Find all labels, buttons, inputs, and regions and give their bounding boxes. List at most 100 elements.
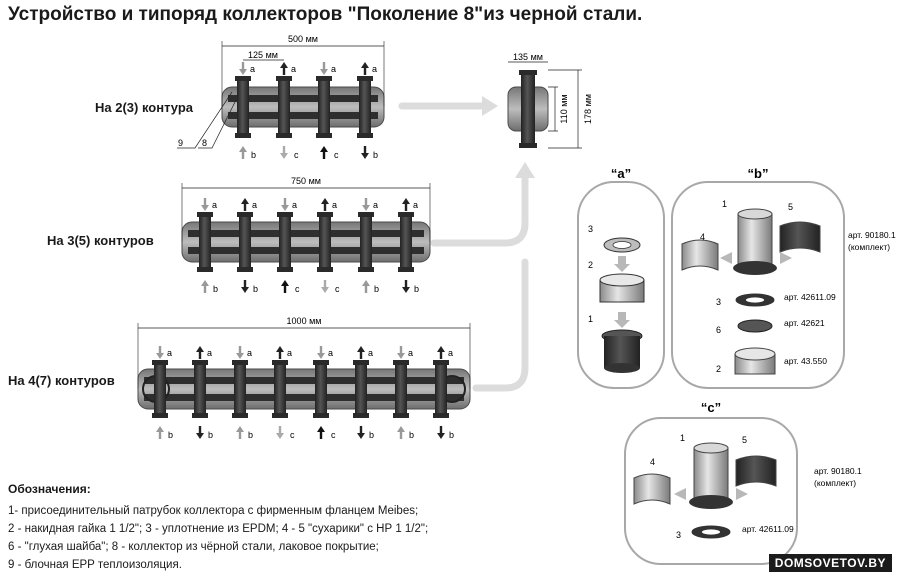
port-flange-bottom-1-2	[276, 133, 292, 138]
port-flange-bottom-3-5	[313, 413, 329, 418]
port-flange-top-2-4	[317, 212, 333, 217]
arrow-top-3-8	[437, 346, 445, 352]
dim-label-3: 1000 мм	[287, 316, 322, 326]
port-3-5	[315, 360, 327, 418]
arrow-bottom-2-6	[402, 287, 410, 293]
port-2-1	[199, 212, 211, 272]
panel-b-num-5: 5	[788, 202, 793, 212]
port-flange-top-3-6	[353, 360, 369, 365]
legend-line-2: 2 - накидная гайка 1 1/2"; 3 - уплотнени…	[8, 523, 429, 535]
arrow-bottom-3-6	[357, 433, 365, 439]
letter-a-3-2: a	[207, 348, 212, 358]
port-flange-top-1-2	[276, 76, 292, 81]
panel-b-num-6: 6	[716, 325, 721, 335]
arrow-b-left	[720, 252, 732, 264]
part-c-flange	[689, 495, 733, 509]
panel-c-title: “c”	[701, 400, 721, 415]
arrow-bottom-3-1	[156, 426, 164, 432]
part-c-pipe-top	[693, 442, 729, 454]
letter-c-2-3: c	[295, 284, 300, 294]
port-flange-bottom-1-1	[235, 133, 251, 138]
arrow-a-2-shaft	[618, 312, 626, 320]
arrow-top-2-4	[321, 198, 329, 204]
arrow-bottom-2-1	[201, 280, 209, 286]
letter-b-2-1: b	[213, 284, 218, 294]
row-label-3: На 3(5) контуров	[47, 233, 154, 248]
letter-a-2-5: a	[373, 200, 378, 210]
arrow-bottom-1-3	[320, 146, 328, 152]
arrow-top-3-6	[357, 346, 365, 352]
side-dim-h2-line	[548, 69, 582, 149]
part-b-half-right	[779, 221, 821, 253]
port-flange-bottom-3-7	[393, 413, 409, 418]
arrow-top-3-4	[276, 346, 284, 352]
port-flange-top-3-3	[232, 360, 248, 365]
part-b-pipe	[737, 213, 773, 265]
arrow-b-right	[780, 252, 792, 264]
arrow-top-1-3	[320, 69, 328, 75]
port-flange-bottom-2-2	[237, 267, 253, 272]
letter-c-3-4: c	[290, 430, 295, 440]
letter-c-3-5: c	[331, 430, 336, 440]
port-flange-bottom-2-3	[277, 267, 293, 272]
port-1-3	[318, 76, 330, 138]
part-b-blind-washer	[737, 319, 773, 333]
part-b-nut-top	[734, 347, 776, 361]
row-label-2: На 2(3) контура	[95, 100, 194, 115]
port-flange-bottom-2-6	[398, 267, 414, 272]
part-b-half-left	[681, 239, 719, 271]
flow-arrow-1-head	[482, 96, 498, 116]
header-pipe-bottom-1	[228, 112, 378, 119]
arrow-c-left	[674, 488, 686, 500]
flow-arrow-2	[430, 174, 529, 247]
panel-a-num-2: 2	[588, 260, 593, 270]
callout-8: 8	[202, 138, 207, 148]
port-flange-bottom-3-1	[152, 413, 168, 418]
letter-a-1-2: a	[291, 64, 296, 74]
panel-a-frame	[577, 181, 665, 389]
panel-b-art-90180: арт. 90180.1	[848, 230, 896, 240]
port-flange-bottom-1-4	[357, 133, 373, 138]
arrow-top-2-5	[362, 205, 370, 211]
legend-heading: Обозначения:	[8, 482, 91, 496]
part-c-half-left	[633, 473, 671, 505]
panel-b-art-42621: арт. 42621	[784, 318, 825, 328]
panel-c-art-42611: арт. 42611.09	[742, 524, 794, 534]
panel-b-art-43550: арт. 43.550	[784, 356, 827, 366]
header-pipe-top-2	[188, 230, 424, 237]
callout-9-leader	[177, 91, 233, 149]
letter-c-2-4: c	[335, 284, 340, 294]
port-flange-top-3-8	[433, 360, 449, 365]
side-dim-h1: 110 мм	[559, 94, 569, 123]
letter-a-3-6: a	[368, 348, 373, 358]
arrow-bottom-3-8	[437, 433, 445, 439]
port-flange-top-2-6	[398, 212, 414, 217]
panel-b-art-42611: арт. 42611.09	[784, 292, 836, 302]
letter-b-3-1: b	[168, 430, 173, 440]
port-flange-top-3-5	[313, 360, 329, 365]
panel-a-num-3: 3	[588, 224, 593, 234]
port-3-6	[355, 360, 367, 418]
side-view-pipe	[521, 70, 535, 148]
port-2-5	[360, 212, 372, 272]
side-dim-h1-line	[548, 86, 558, 132]
port-1-2	[278, 76, 290, 138]
panel-b-num-3: 3	[716, 297, 721, 307]
port-2-3	[279, 212, 291, 272]
arrow-c-right	[736, 488, 748, 500]
port-flange-top-3-4	[272, 360, 288, 365]
letter-c-1-2: c	[294, 150, 299, 160]
port-flange-top-2-3	[277, 212, 293, 217]
page-title: Устройство и типоряд коллекторов "Поколе…	[8, 4, 643, 25]
part-a-pipe	[604, 336, 640, 368]
header-pipe-top-1	[228, 95, 378, 102]
panel-b-frame	[671, 181, 845, 389]
port-3-1	[154, 360, 166, 418]
port-2-2	[239, 212, 251, 272]
legend-line-3: 6 - "глухая шайба"; 8 - коллектор из чёр…	[8, 541, 379, 553]
